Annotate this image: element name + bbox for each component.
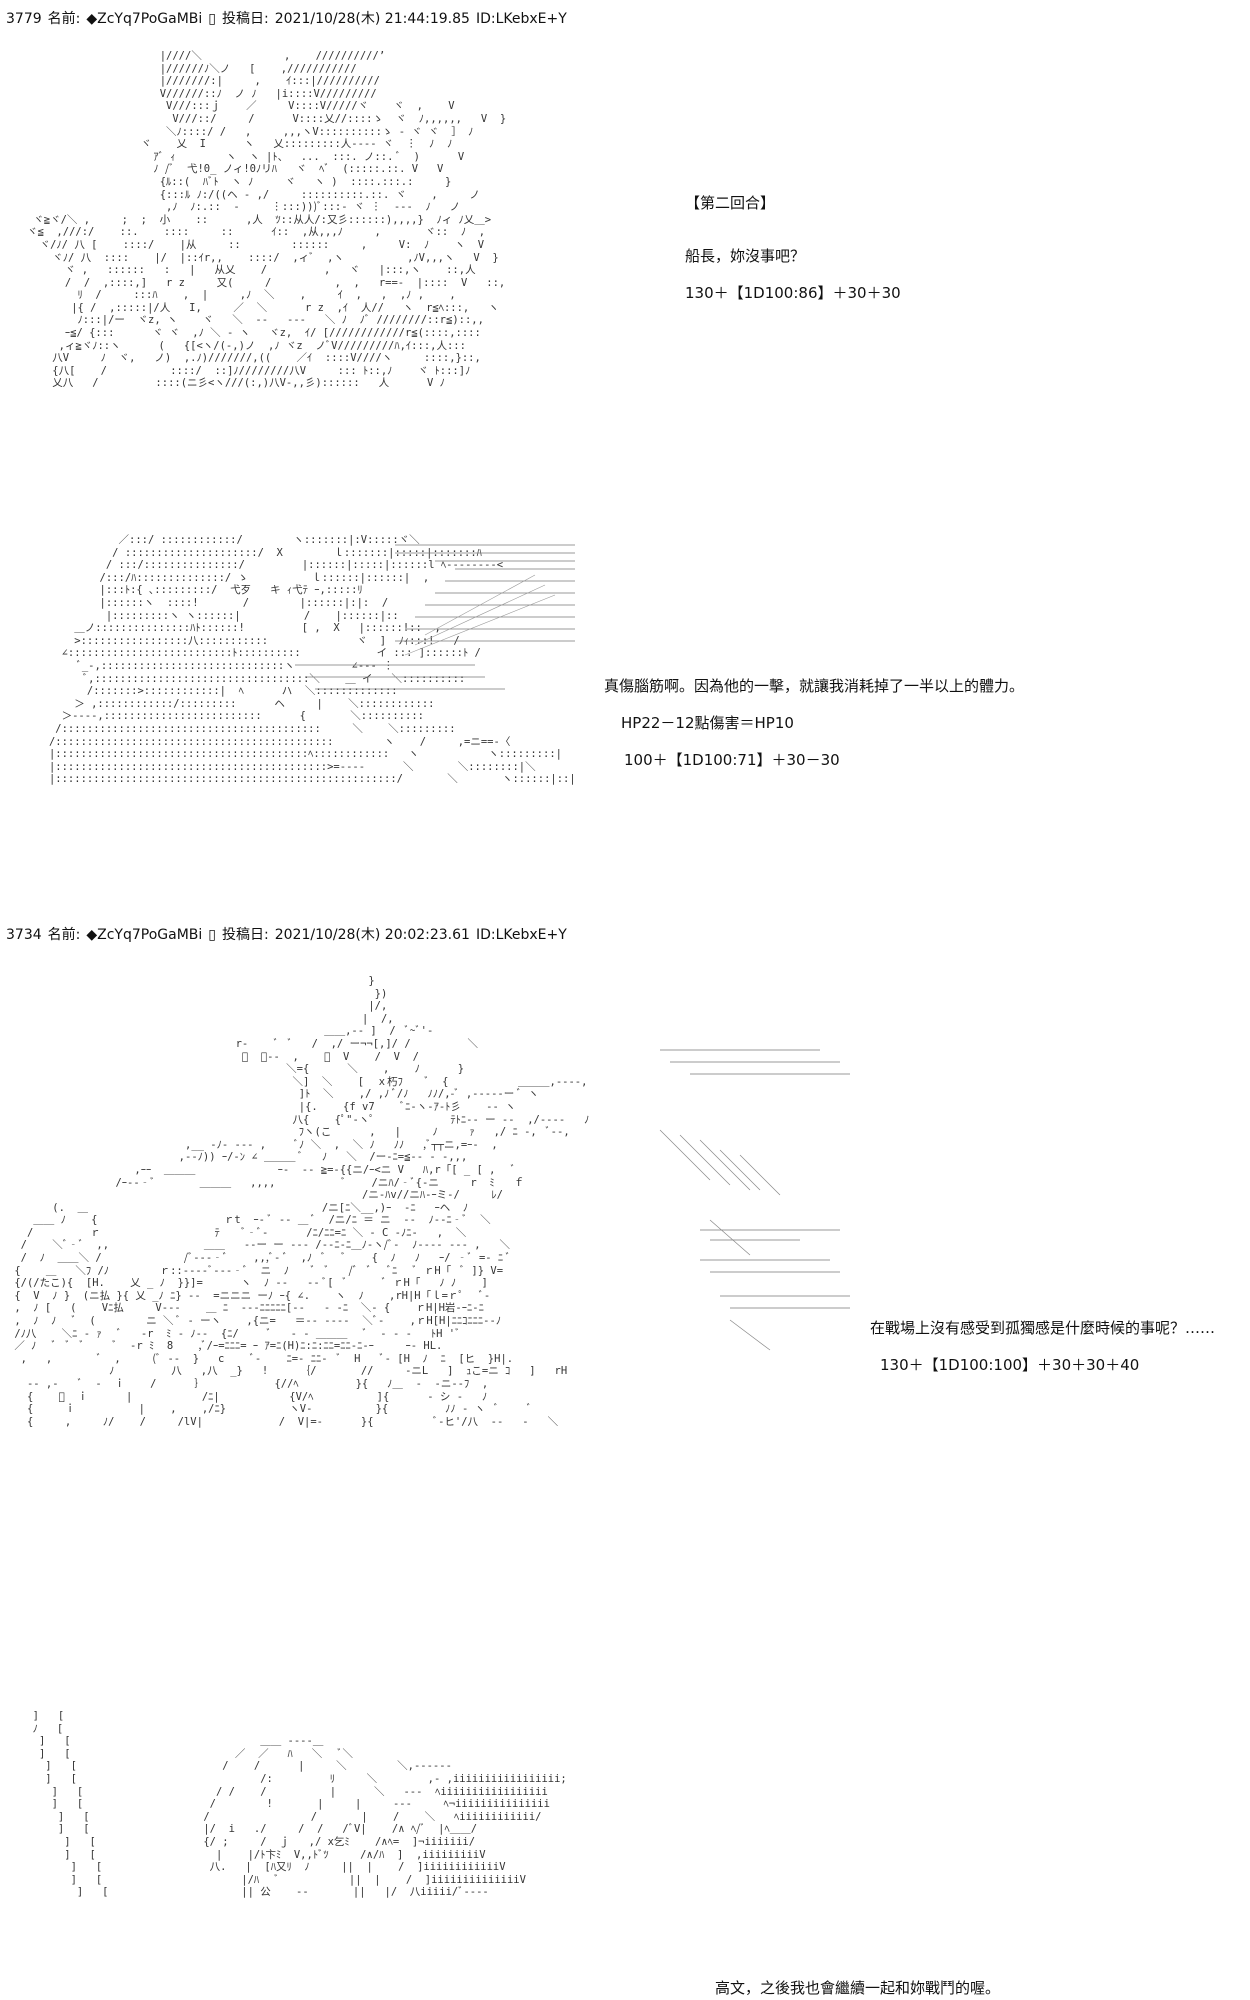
caption-dialogue: 在戰場上沒有感受到孤獨感是什麼時候的事呢？…… bbox=[870, 1319, 1216, 1337]
mark-icon: ▯ bbox=[208, 11, 216, 27]
mark-icon: ▯ bbox=[208, 927, 216, 943]
poster-id: ID:LKebxE+Y bbox=[475, 927, 567, 943]
post-date: 2021/10/28(木) 20:02:23.61 bbox=[274, 927, 470, 943]
poster-trip: ◆ZcYq7PoGaMBi bbox=[86, 11, 203, 27]
ascii-art-hatching-2 bbox=[295, 544, 575, 690]
caption-dice-roll: 100＋【1D100:71】＋30－30 bbox=[624, 751, 840, 769]
caption-round-label: 【第二回合】 bbox=[685, 194, 776, 212]
caption-dice-roll: 130＋【1D100:86】＋30＋30 bbox=[685, 284, 901, 302]
caption-dialogue: 高文，之後我也會繼續一起和妳戰鬥的喔。 bbox=[715, 1979, 1001, 1997]
caption-dialogue: 船長，妳沒事吧？ bbox=[685, 247, 806, 265]
caption-dialogue: 真傷腦筋啊。因為他的一擊，就讓我消耗掉了一半以上的體力。 bbox=[604, 677, 1025, 695]
post-header: 3734 名前: ◆ZcYq7PoGaMBi ▯ 投稿日: 2021/10/28(木) 2… bbox=[6, 926, 573, 944]
ascii-art-hatching-3 bbox=[659, 1049, 850, 1351]
ascii-art-figure-2: ／:::/ ::::::::::::/ ヽ:::::::|:V:::::ヾ＼ /… bbox=[48, 534, 576, 786]
post-date: 2021/10/28(木) 21:44:19.85 bbox=[274, 11, 470, 27]
name-label: 名前: bbox=[47, 927, 81, 943]
post-header: 3779 名前: ◆ZcYq7PoGaMBi ▯ 投稿日: 2021/10/28(木) 2… bbox=[6, 10, 573, 28]
poster-trip: ◆ZcYq7PoGaMBi bbox=[86, 927, 203, 943]
ascii-art-character-4: ] [ ﾉ [ ] [ ＿＿ ‐‐‐‐＿ ] [ ／ ／ ﾊ ＼ ﾞ＼ ] [ … bbox=[32, 1710, 567, 1899]
ascii-art-figures-1: |////＼ , //////////’ |//////ﾉ＼ノ [ ,/////… bbox=[26, 50, 507, 390]
post-number: 3779 bbox=[6, 11, 42, 27]
date-label: 投稿日: bbox=[222, 11, 269, 27]
ascii-art-knight: } }) |/, | /, bbox=[14, 975, 590, 1428]
poster-id: ID:LKebxE+Y bbox=[475, 11, 567, 27]
caption-damage: HP22－12點傷害＝HP10 bbox=[621, 714, 794, 732]
date-label: 投稿日: bbox=[222, 927, 269, 943]
caption-dice-roll: 130＋【1D100:100】＋30＋30＋40 bbox=[880, 1356, 1140, 1374]
name-label: 名前: bbox=[47, 11, 81, 27]
post-number: 3734 bbox=[6, 927, 42, 943]
